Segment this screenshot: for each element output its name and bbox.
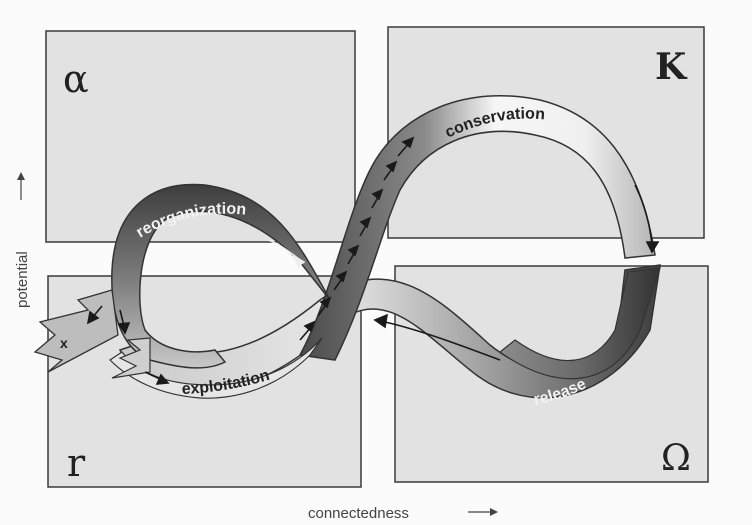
y-axis-label: potential bbox=[14, 251, 31, 308]
exit-tail-fringe bbox=[111, 337, 151, 379]
r-symbol: r bbox=[67, 441, 86, 485]
arrow-exploitation-start bbox=[144, 371, 170, 385]
quadrant-boxes bbox=[45, 26, 709, 488]
y-axis: potential bbox=[14, 172, 31, 308]
exit-marker: x bbox=[60, 335, 68, 351]
omega-symbol: Ω bbox=[661, 438, 691, 479]
upper-band bbox=[298, 95, 656, 361]
x-axis-label: connectedness bbox=[308, 505, 409, 522]
arrow-exploitation-rise bbox=[299, 136, 415, 341]
left-loop-band bbox=[111, 183, 331, 369]
alpha-symbol: α bbox=[63, 57, 89, 101]
arrow-release bbox=[373, 313, 501, 361]
release-band bbox=[499, 267, 661, 380]
arrow-loop-down bbox=[86, 305, 131, 335]
flow-arrows bbox=[86, 136, 660, 385]
k-symbol: K bbox=[655, 46, 688, 88]
x-axis: connectedness bbox=[308, 505, 498, 522]
arrow-conservation-down bbox=[634, 184, 660, 254]
arrow-reorganization bbox=[267, 239, 306, 268]
